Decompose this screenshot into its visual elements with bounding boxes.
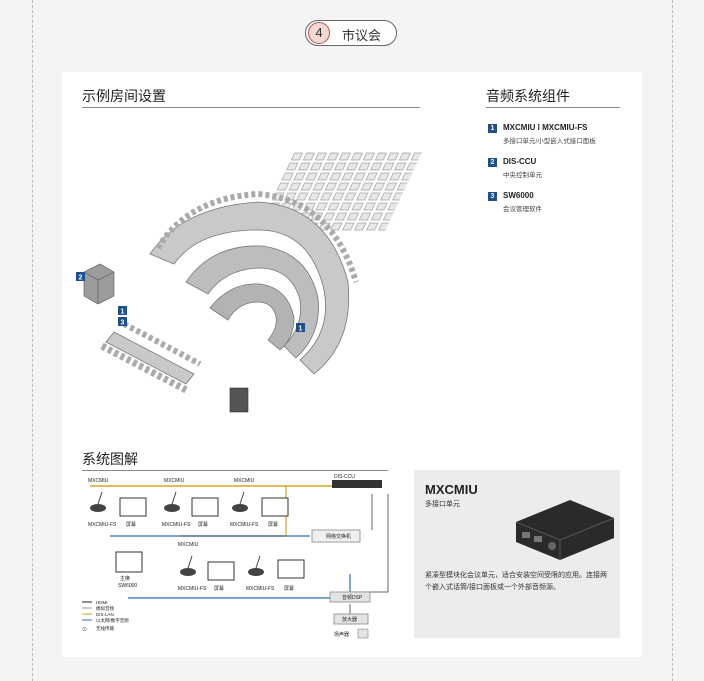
svg-text:2: 2 xyxy=(79,275,83,282)
mic-unit xyxy=(180,555,196,576)
system-diagram-title: 系统图解 xyxy=(82,451,138,467)
mic-unit xyxy=(248,555,264,576)
mic-unit xyxy=(232,491,248,512)
content-card: 示例房间设置 音频系统组件 1 MXCMIU l MXCMIU-FS 多接口单元… xyxy=(62,72,642,657)
section-header-pill: 4 市议会 xyxy=(305,20,397,46)
lectern xyxy=(229,387,249,413)
mxcmiu-label-2: MXCMIU xyxy=(164,478,185,484)
dis-ccu-label: DIS-CCU xyxy=(334,474,355,480)
room-title-rule xyxy=(82,107,420,108)
network-switch-label: 网络交换机 xyxy=(326,533,351,540)
system-diagram: MXCMIU MXCMIU MXCMIU DIS-CCU MXCMIU-FS 屏… xyxy=(82,474,389,639)
room-marker-3: 3 xyxy=(118,317,127,327)
front-table xyxy=(100,321,202,394)
audio-dsp-box xyxy=(329,591,371,603)
component-badge: 3 xyxy=(488,192,497,201)
component-desc: 会议管理软件 xyxy=(503,206,542,213)
mxcmiu-fs-label: MXCMIU-FS xyxy=(88,522,117,528)
svg-text:模拟音频: 模拟音频 xyxy=(96,605,114,612)
screen-label: 屏幕 xyxy=(284,585,294,592)
mxcmiu-label-4: MXCMIU xyxy=(178,542,199,548)
room-marker-1-arc: 1 xyxy=(296,323,305,333)
component-badge: 1 xyxy=(488,124,497,133)
speaker-label: 扬声器 xyxy=(334,631,349,638)
mxcmiu-label-3: MXCMIU xyxy=(234,478,255,484)
amplifier-label: 放大器 xyxy=(342,616,357,623)
svg-text:无线传输: 无线传输 xyxy=(96,625,114,632)
svg-text:以太网/数字音频: 以太网/数字音频 xyxy=(96,617,129,624)
room-illustration: 2 1 3 1 xyxy=(76,152,422,413)
svg-text:1: 1 xyxy=(299,326,303,333)
amplifier-box xyxy=(333,613,369,625)
component-name: DIS-CCU xyxy=(503,157,537,166)
room-marker-2: 2 xyxy=(76,272,85,282)
left-dashed-border xyxy=(32,0,33,681)
svg-text:1: 1 xyxy=(121,309,125,316)
screen-icon xyxy=(277,559,305,579)
screen-icon xyxy=(207,561,235,581)
system-diagram-rule xyxy=(82,470,388,471)
middle-arc-table xyxy=(185,245,319,359)
wireless-icon: ⊙ xyxy=(82,627,87,633)
svg-text:HDMI: HDMI xyxy=(96,600,108,605)
right-dashed-border xyxy=(672,0,673,681)
laptop-icon xyxy=(115,551,143,573)
component-desc: 多接口单元/小型嵌入式接口面板 xyxy=(503,138,596,145)
mxcmiu-fs-label: MXCMIU-FS xyxy=(246,586,275,592)
chair-label: 主席 xyxy=(120,575,130,582)
screen-icon xyxy=(119,497,147,517)
speaker-icon xyxy=(357,628,369,639)
component-desc: 中央控制单元 xyxy=(503,172,542,179)
product-image xyxy=(515,500,615,560)
component-name: SW6000 xyxy=(503,191,534,200)
product-subtitle: 多接口单元 xyxy=(425,501,460,508)
server-rack xyxy=(83,263,115,305)
mxcmiu-fs-label: MXCMIU-FS xyxy=(162,522,191,528)
product-title: MXCMIU xyxy=(425,482,478,497)
outer-arc-table xyxy=(149,201,350,375)
section-number-badge: 4 xyxy=(308,22,330,44)
screen-icon xyxy=(191,497,219,517)
component-badge: 2 xyxy=(488,158,497,167)
mic-unit xyxy=(164,491,180,512)
mxcmiu-label-1: MXCMIU xyxy=(88,478,109,484)
audio-dsp-label: 音频DSP xyxy=(342,594,363,601)
svg-text:DIS-LAN: DIS-LAN xyxy=(96,612,114,617)
mxcmiu-fs-label: MXCMIU-FS xyxy=(178,586,207,592)
screen-label: 屏幕 xyxy=(126,521,136,528)
sw6000-label: SW6000 xyxy=(118,583,137,589)
components-title-rule xyxy=(486,107,620,108)
svg-text:3: 3 xyxy=(121,320,125,327)
dis-ccu-device xyxy=(332,480,382,488)
diagram-legend: HDMI 模拟音频 DIS-LAN 以太网/数字音频 ⊙ 无线传输 xyxy=(82,600,129,633)
screen-icon xyxy=(261,497,289,517)
screen-label: 屏幕 xyxy=(198,521,208,528)
component-name: MXCMIU l MXCMIU-FS xyxy=(503,123,588,132)
screen-label: 屏幕 xyxy=(268,521,278,528)
network-switch xyxy=(311,529,361,543)
section-label: 市议会 xyxy=(342,28,382,43)
mic-unit xyxy=(90,491,106,512)
screen-label: 屏幕 xyxy=(214,585,224,592)
room-setup-title: 示例房间设置 xyxy=(82,88,166,104)
product-panel: MXCMIU 多接口单元 紧凑型模块化会议单元，适合安装空间受限的应用。连接两个… xyxy=(414,470,620,638)
components-title: 音频系统组件 xyxy=(486,88,570,104)
room-marker-1-front: 1 xyxy=(118,306,127,316)
product-description: 紧凑型模块化会议单元，适合安装空间受限的应用。连接两个嵌入式话筒/接口面板或一个… xyxy=(425,572,607,591)
mxcmiu-fs-label: MXCMIU-FS xyxy=(230,522,259,528)
inner-arc-table xyxy=(209,283,295,351)
